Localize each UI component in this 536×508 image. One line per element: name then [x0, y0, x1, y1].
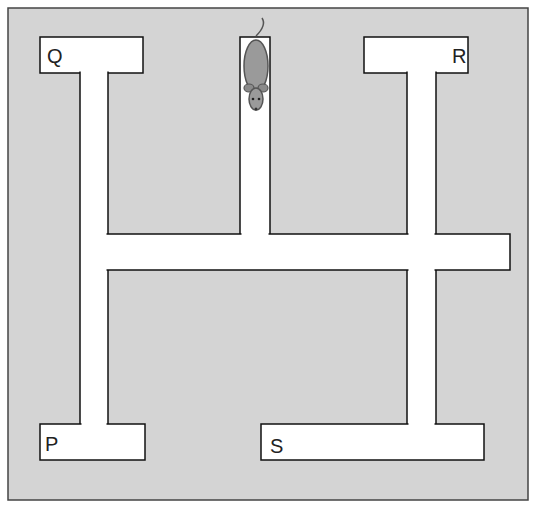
corridor-wall	[40, 424, 145, 460]
maze-corridors	[40, 37, 510, 460]
mouse-figure	[244, 18, 268, 111]
arm-label: P	[45, 434, 58, 454]
corridor-wall	[80, 70, 108, 427]
corridor-floor	[42, 426, 144, 459]
corridor-wall	[261, 424, 484, 460]
corridor-floor	[366, 39, 467, 72]
corridor-floor	[263, 426, 483, 459]
arm-label: R	[452, 46, 466, 66]
corridor-floor	[107, 236, 509, 269]
corridor-floor	[82, 72, 107, 426]
maze-ground	[8, 8, 528, 500]
corridor-wall	[240, 37, 270, 237]
corridor-wall	[364, 37, 468, 73]
corridor-floor	[242, 39, 269, 236]
arm-label: Q	[47, 46, 63, 66]
corridor-wall	[105, 234, 510, 270]
corridor-floor	[42, 39, 142, 72]
arm-label: S	[270, 436, 283, 456]
corridor-wall	[40, 37, 143, 73]
